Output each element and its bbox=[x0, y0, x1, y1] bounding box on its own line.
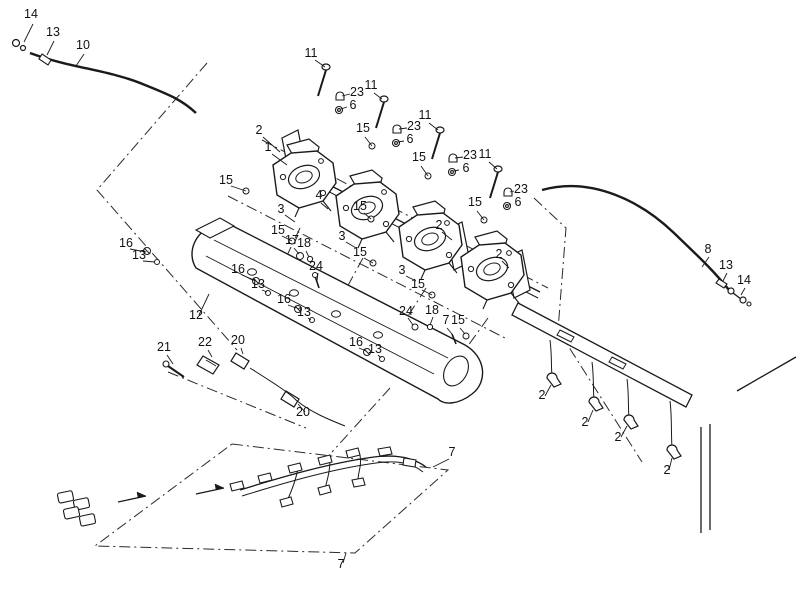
part-callout: 7 bbox=[449, 445, 456, 459]
part-callout: 1 bbox=[265, 140, 272, 154]
part-callout: 3 bbox=[278, 202, 285, 216]
part-callout: 2 bbox=[436, 218, 443, 232]
part-callout: 13 bbox=[719, 258, 733, 272]
part-callout: 13 bbox=[251, 277, 265, 291]
part-callout: 14 bbox=[24, 7, 38, 21]
part-callout: 13 bbox=[368, 342, 382, 356]
part-callout: 2 bbox=[615, 430, 622, 444]
carburetor-4 bbox=[460, 230, 525, 310]
part-callout: 12 bbox=[189, 308, 203, 322]
part-callout: 16 bbox=[119, 236, 133, 250]
part-callout: 23 bbox=[407, 119, 421, 133]
part-callout: 2 bbox=[496, 247, 503, 261]
cap-nuts bbox=[335, 91, 513, 197]
leader-lines bbox=[23, 23, 746, 564]
part-callout: 2 bbox=[539, 388, 546, 402]
part-callout: 11 bbox=[419, 108, 432, 122]
part-callout: 6 bbox=[407, 132, 414, 146]
part-callout: 18 bbox=[425, 303, 439, 317]
mounting-rail bbox=[191, 217, 484, 404]
part-callout: 23 bbox=[514, 182, 528, 196]
part-callout: 7 bbox=[338, 557, 345, 571]
left-throttle-cable bbox=[11, 38, 197, 114]
cable-clips bbox=[546, 372, 682, 460]
part-callout: 2 bbox=[664, 463, 671, 477]
part-callout: 14 bbox=[737, 273, 751, 287]
part-callout: 23 bbox=[350, 85, 364, 99]
part-callout: 8 bbox=[705, 242, 712, 256]
part-callout: 15 bbox=[353, 199, 367, 213]
part-callout: 6 bbox=[463, 161, 470, 175]
lower-left-parts bbox=[162, 352, 346, 427]
direction-arrows bbox=[117, 483, 225, 503]
part-callout: 6 bbox=[350, 98, 357, 112]
part-callout: 15 bbox=[468, 195, 482, 209]
wiring-harness bbox=[229, 446, 427, 508]
part-callout: 20 bbox=[231, 333, 245, 347]
part-callout: 13 bbox=[297, 305, 311, 319]
part-callout: 13 bbox=[46, 25, 60, 39]
part-callout: 3 bbox=[399, 263, 406, 277]
part-callout: 15 bbox=[271, 223, 285, 237]
part-callout: 15 bbox=[411, 277, 425, 291]
part-callout: 7 bbox=[443, 313, 450, 327]
part-callout: 15 bbox=[219, 173, 233, 187]
part-callout: 13 bbox=[132, 248, 146, 262]
part-callout: 18 bbox=[297, 236, 311, 250]
part-callout: 11 bbox=[479, 147, 492, 161]
part-callout: 15 bbox=[356, 121, 370, 135]
part-callout: 10 bbox=[76, 38, 90, 52]
part-callout: 17 bbox=[285, 233, 299, 247]
part-callout: 2 bbox=[256, 123, 263, 137]
callout-labels: 14 13 10 11 23 6 11 23 6 11 23 6 11 23 6… bbox=[24, 7, 751, 571]
harness-connectors-left bbox=[56, 490, 97, 527]
right-throttle-cable bbox=[541, 185, 752, 307]
part-callout: 22 bbox=[198, 335, 212, 349]
part-callout: 20 bbox=[296, 405, 310, 419]
part-callout: 24 bbox=[399, 304, 413, 318]
part-callout: 16 bbox=[231, 262, 245, 276]
part-callout: 15 bbox=[412, 150, 426, 164]
part-callout: 21 bbox=[157, 340, 171, 354]
part-callout: 11 bbox=[305, 46, 318, 60]
carburetor-3 bbox=[398, 200, 463, 280]
part-callout: 15 bbox=[451, 313, 465, 327]
part-callout: 6 bbox=[515, 195, 522, 209]
cover-screws bbox=[317, 63, 503, 199]
part-callout: 16 bbox=[277, 292, 291, 306]
part-callout: 15 bbox=[353, 245, 367, 259]
part-callout: 23 bbox=[463, 148, 477, 162]
part-callout: 2 bbox=[582, 415, 589, 429]
right-rail-strip bbox=[511, 302, 693, 408]
part-callout: 16 bbox=[349, 335, 363, 349]
part-callout: 24 bbox=[309, 259, 323, 273]
part-callout: 11 bbox=[365, 78, 378, 92]
part-callout: 4 bbox=[316, 188, 323, 202]
part-callout: 3 bbox=[339, 229, 346, 243]
frame-lines bbox=[700, 356, 797, 533]
washers bbox=[334, 105, 512, 211]
rail-screws bbox=[143, 247, 385, 362]
